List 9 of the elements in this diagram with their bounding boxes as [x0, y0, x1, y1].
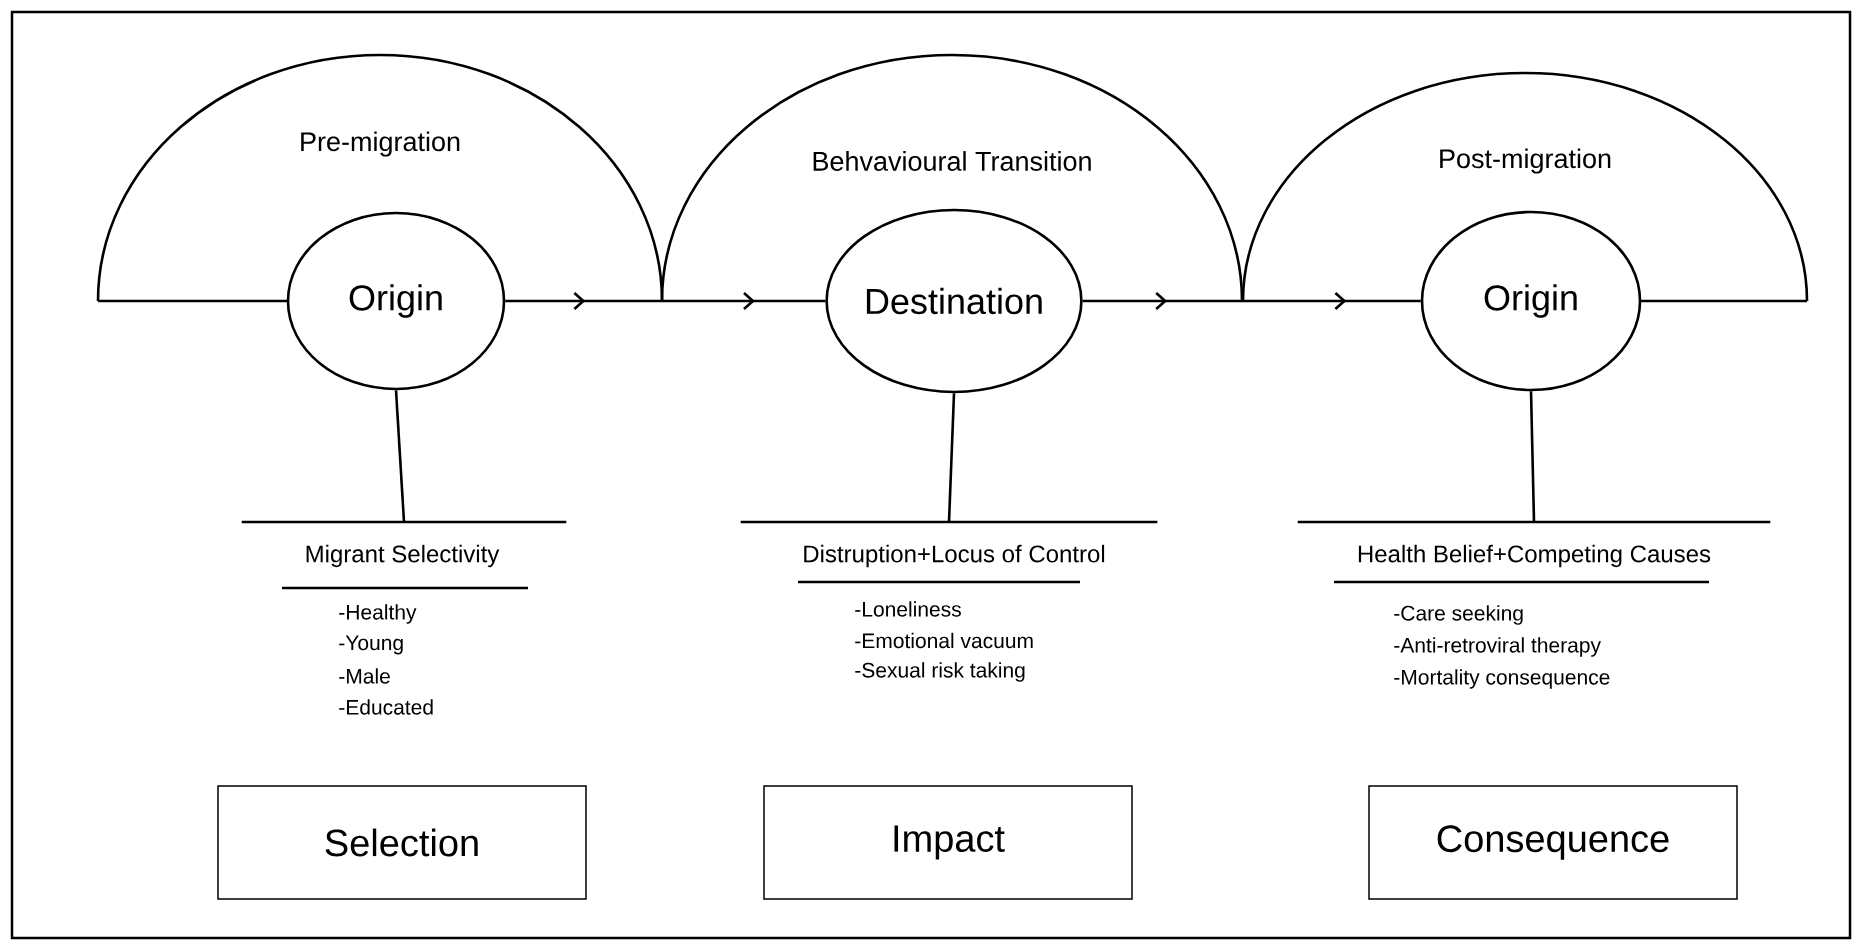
stage-box: Impact — [763, 785, 1133, 900]
connector-line — [1529, 391, 1536, 523]
list-block: Migrant Selectivity -Healthy -Young -Male -Educated — [241, 520, 567, 715]
list-block: Distruption+Locus of Control -Loneliness -Emotional vacuum -Sexual risk taking — [740, 520, 1158, 682]
connector-line — [394, 390, 406, 523]
stage-box: Consequence — [1368, 785, 1738, 900]
stage-box: Selection — [217, 785, 587, 900]
connector-line — [947, 393, 956, 523]
list-block: Health Belief+Competing Causes -Care seeking -Anti-retroviral therapy -Mortality consequence — [1297, 520, 1771, 689]
